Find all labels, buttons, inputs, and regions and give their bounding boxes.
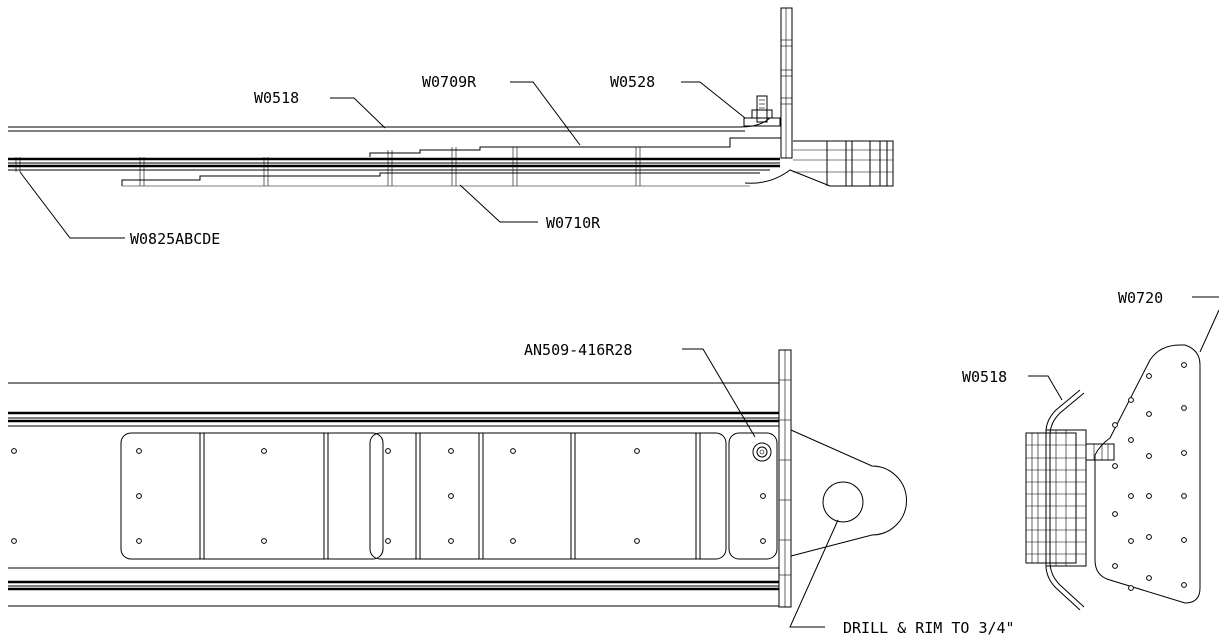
label-an509: AN509-416R28: [524, 341, 632, 359]
plan-view: AN509-416R28 DRILL & RIM TO 3/4": [8, 341, 1015, 637]
label-w0528: W0528: [610, 73, 655, 91]
label-drill-note: DRILL & RIM TO 3/4": [843, 619, 1015, 637]
end-view: W0720 W0518: [962, 289, 1219, 611]
label-w0710r: W0710R: [546, 214, 601, 232]
fitting-block-top: [744, 140, 894, 187]
fitting-plate-w0720: [1094, 344, 1201, 604]
vertical-plate-top: [780, 7, 793, 159]
lug-outline: [790, 429, 907, 557]
rivet-holes-plan: [11, 448, 766, 544]
label-w0709r: W0709R: [422, 73, 477, 91]
label-w0518-side: W0518: [962, 368, 1007, 386]
bolt-an509: [752, 442, 772, 462]
label-w0720: W0720: [1118, 289, 1163, 307]
label-w0825abcde: W0825ABCDE: [130, 230, 220, 248]
top-side-view: W0518 W0709R W0528 W0825ABCDE W0710R: [8, 7, 894, 248]
rivet-holes-end: [1112, 362, 1187, 591]
label-w0518-top: W0518: [254, 89, 299, 107]
drill-hole: [822, 481, 864, 523]
bolt-w0528: [743, 95, 781, 127]
